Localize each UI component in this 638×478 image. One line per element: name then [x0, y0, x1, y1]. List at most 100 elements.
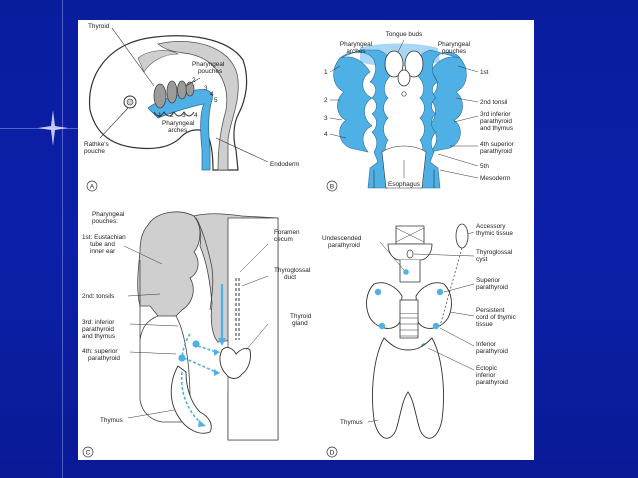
- leader-c-foramen: [239, 243, 269, 273]
- label-tongue-buds: Tongue buds: [386, 31, 423, 38]
- label-c-foramen-2: cecum: [274, 236, 293, 243]
- label-b-arches-2: arches: [346, 48, 365, 55]
- label-c-pouches-1: Pharyngeal: [92, 211, 124, 218]
- label-b-1st: 1st: [480, 69, 489, 76]
- panel-letter-a-circle: [86, 180, 98, 192]
- leader-d-thymus: [367, 419, 379, 423]
- label-c-4th-2: parathyroid: [88, 355, 120, 362]
- leader-rathke: [99, 107, 129, 139]
- arch-num-4: 4: [194, 112, 198, 119]
- label-d-cyst-2: cyst: [476, 256, 488, 263]
- label-b-4th-2: parathyroid: [480, 148, 512, 155]
- c-migration-line-2: [197, 345, 217, 353]
- right-arch-lobes: [427, 56, 467, 153]
- endoderm-tube: [147, 89, 213, 171]
- c-gray-tissue: [137, 211, 201, 320]
- label-b-arch-3: 3: [324, 115, 328, 122]
- label-pouches-1: Pharyngeal: [192, 61, 224, 68]
- c-thymus-arrowhead: [198, 420, 206, 427]
- leader-c-4th: [129, 351, 177, 355]
- leader-1st: [457, 65, 479, 73]
- label-d-ectopic-3: parathyroid: [476, 379, 508, 386]
- leader-mesoderm: [439, 169, 479, 179]
- slide-horizontal-rule: [0, 128, 78, 129]
- label-c-3rd-3: and thymus: [82, 333, 115, 340]
- head-fold: [137, 50, 180, 73]
- label-b-5th: 5th: [480, 163, 489, 170]
- leader-3rd: [453, 115, 479, 123]
- panel-letter-b-circle: [326, 180, 338, 192]
- arch-num-1: 1: [158, 112, 162, 119]
- leader-arch-1: [329, 65, 341, 73]
- d-undescended-parathyroid: [403, 269, 409, 275]
- label-c-3rd-2: parathyroid: [82, 326, 114, 333]
- pouch-num-3: 3: [204, 85, 208, 92]
- leader-c-duct: [241, 275, 269, 287]
- label-c-thymus: Thymus: [100, 417, 123, 424]
- label-c-pouches-2: pouches:: [92, 218, 118, 225]
- figure-panel: Thyroid Pharyngeal pouches 2 3 4 5 1 2 3…: [78, 20, 534, 460]
- label-d-ectopic-2: inferior: [476, 372, 496, 379]
- label-arches-1: Pharyngeal: [162, 120, 194, 127]
- tongue-bud-left: [384, 50, 404, 78]
- c-migration-line-1: [183, 357, 217, 373]
- label-d-cyst-1: Thyroglossal: [476, 249, 512, 256]
- label-rathke-1: Rathke's: [84, 141, 109, 148]
- label-b-4th-1: 4th superior: [480, 141, 515, 148]
- pouch-3: [177, 80, 187, 100]
- panel-letter-c: C: [86, 450, 91, 457]
- c-thymus-path: [180, 371, 203, 425]
- neural-tube: [157, 41, 239, 171]
- arch-bumps: [153, 111, 195, 117]
- panel-letter-d-circle: [326, 446, 338, 458]
- d-thyroglossal-cyst: [406, 249, 414, 259]
- panel-b: Tongue buds Pharyngeal arches Pharyngeal…: [324, 31, 515, 192]
- label-b-mesoderm: Mesoderm: [480, 175, 510, 182]
- left-arches: [339, 49, 393, 189]
- leader-d-persistent: [449, 311, 475, 317]
- slide-vertical-rule: [62, 0, 63, 478]
- leader-thyroid: [111, 27, 155, 87]
- d-superior-parathyroid-right: [436, 288, 444, 296]
- arch-num-2: 2: [170, 112, 174, 119]
- leader-d-undescended: [379, 241, 405, 271]
- label-d-persistent-1: Persistent: [476, 307, 505, 314]
- d-trachea: [399, 314, 419, 339]
- label-c-1st-1: 1st: Eustachian: [82, 234, 126, 241]
- label-b-esophagus: Esophagus: [388, 181, 420, 188]
- d-inferior-parathyroid-right: [432, 322, 440, 330]
- panel-letter-d: D: [330, 450, 335, 457]
- label-b-3rd-3: and thymus: [480, 125, 513, 132]
- label-b-3rd-1: 3rd inferior: [480, 111, 511, 118]
- left-arch-lobes: [333, 56, 373, 153]
- leader-d-ectopic: [427, 347, 475, 371]
- leader-tongue-buds: [397, 39, 405, 53]
- d-isthmus: [399, 299, 419, 315]
- label-pouches-2: pouches: [198, 68, 222, 75]
- label-d-persistent-2: cord of thymic: [476, 314, 517, 321]
- leader-d-superior: [443, 283, 475, 293]
- pouch-4: [185, 81, 195, 97]
- foramen: [401, 91, 407, 97]
- label-b-pouches-2: pouches: [442, 48, 466, 55]
- d-hyoid-lines: [395, 227, 425, 243]
- label-d-thymus: Thymus: [340, 419, 363, 426]
- label-b-arches-1: Pharyngeal: [340, 41, 372, 48]
- label-d-undescended-1: Undescended: [322, 235, 362, 242]
- c-parathyroid-inferior: [178, 354, 186, 362]
- leader-arch-4: [329, 133, 347, 139]
- arch-num-3: 3: [182, 112, 186, 119]
- label-c-foramen-1: Foramen: [274, 229, 300, 236]
- c-descent-arrowhead: [218, 338, 226, 346]
- leader-c-eustachian: [123, 245, 163, 265]
- tongue-bud-center: [397, 69, 411, 87]
- pouch-num-4: 4: [210, 91, 214, 98]
- leader-c-3rd: [129, 323, 179, 327]
- c-thymus: [170, 365, 212, 434]
- c-thyroid-gland: [219, 347, 251, 379]
- c-arrowhead-2: [214, 349, 220, 356]
- label-c-gland-2: gland: [292, 320, 308, 327]
- leader-c-gland: [245, 323, 269, 351]
- leader-2nd: [455, 97, 479, 103]
- label-d-inferior-1: Inferior: [476, 341, 497, 348]
